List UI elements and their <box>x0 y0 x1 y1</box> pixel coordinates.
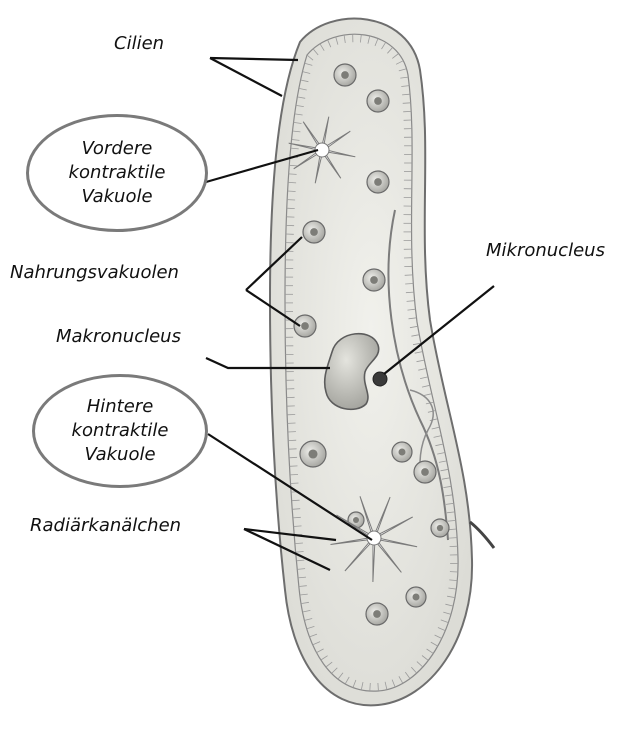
striation <box>289 174 297 175</box>
bubble-vordere-line-1: Vordere <box>82 137 153 161</box>
label-cilien: Cilien <box>114 33 164 55</box>
label-mikronucleus: Mikronucleus <box>486 240 605 262</box>
label-makronucleus: Makronucleus <box>56 326 181 348</box>
leader-cilien-bottom <box>210 58 282 96</box>
food-vacuole-core <box>373 610 381 618</box>
bubble-hintere-line-2: kontraktile <box>72 419 169 443</box>
bubble-hintere-line-1: Hintere <box>87 395 154 419</box>
trichocyst-mark <box>470 522 494 548</box>
food-vacuole-core <box>353 517 359 523</box>
bubble-hintere-line-3: Vakuole <box>84 443 155 467</box>
label-nahrungsvakuolen: Nahrungsvakuolen <box>10 262 179 284</box>
food-vacuole-core <box>413 594 420 601</box>
food-vacuole-core <box>421 468 429 476</box>
bubble-vordere-line-3: Vakuole <box>81 185 152 209</box>
striation <box>288 182 296 183</box>
food-vacuole-core <box>374 178 382 186</box>
striation <box>449 538 457 539</box>
striation <box>378 683 379 691</box>
food-vacuole-core <box>374 97 382 105</box>
striation <box>405 284 413 285</box>
striation <box>289 457 297 458</box>
bubble-hintere-kontraktile-vakuole: Hintere kontraktile Vakuole <box>32 374 208 488</box>
bubble-vordere-kontraktile-vakuole: Vordere kontraktile Vakuole <box>26 114 208 232</box>
leader-cilien-top <box>210 58 298 60</box>
food-vacuole-core <box>310 228 318 236</box>
food-vacuole-core <box>308 449 317 458</box>
striation <box>370 683 371 691</box>
food-vacuole-core <box>437 525 443 531</box>
food-vacuole-core <box>370 276 378 284</box>
striation <box>403 103 411 104</box>
food-vacuole-core <box>341 71 349 79</box>
food-vacuole-core <box>399 449 406 456</box>
striation <box>291 483 299 484</box>
striation <box>288 191 296 192</box>
bubble-vordere-line-2: kontraktile <box>69 161 166 185</box>
food-vacuole-core <box>301 322 309 330</box>
striation <box>292 500 300 501</box>
label-radiaerkanaelchen: Radiärkanälchen <box>30 515 181 537</box>
